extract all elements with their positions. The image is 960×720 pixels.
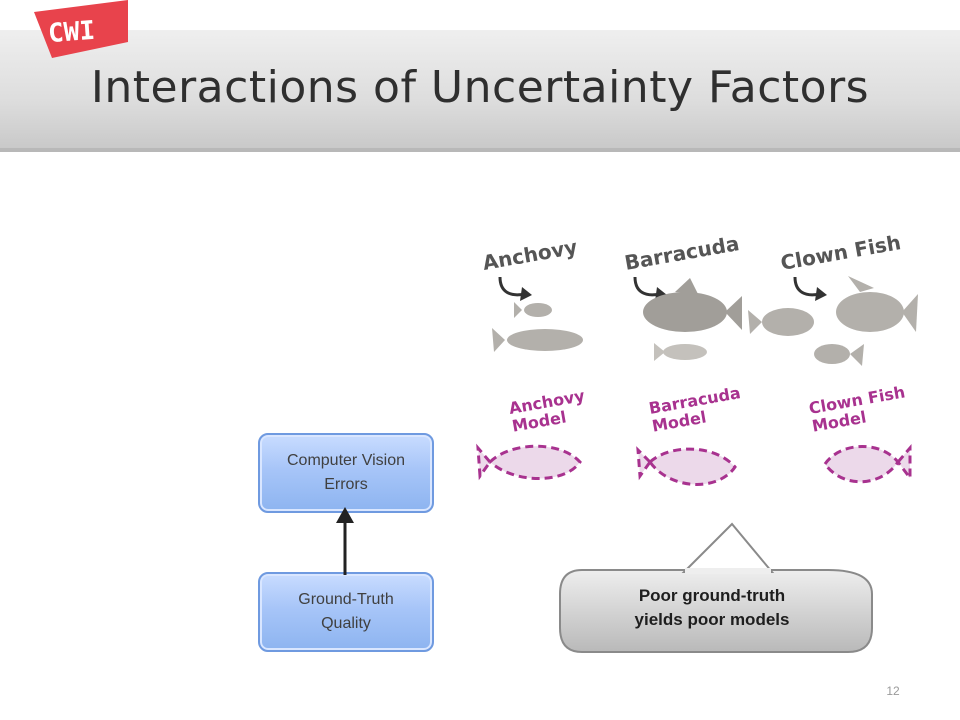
computer-vision-errors-node: Computer Vision Errors — [258, 433, 434, 513]
clown-fish-group — [748, 276, 918, 366]
page-number: 12 — [886, 684, 900, 698]
anchovy-label: Anchovy — [481, 235, 579, 275]
gt-to-cv-arrow — [336, 507, 354, 575]
barracuda-model-label: Barracuda Model — [647, 382, 750, 436]
clown-fish-arrow — [793, 276, 821, 297]
anchovy-model-label: Anchovy Model — [507, 385, 594, 436]
clown-fish-model-outline — [823, 443, 912, 484]
barracuda-model-outline — [636, 446, 737, 486]
clown-fish-model-label: Clown Fish Model — [807, 381, 915, 435]
anchovy-fish-group — [492, 302, 583, 352]
clown-fish-label: Clown Fish — [779, 230, 903, 275]
anchovy-arrow — [498, 276, 526, 297]
ground-truth-quality-node: Ground-Truth Quality — [258, 572, 434, 652]
barracuda-label: Barracuda — [623, 231, 741, 275]
callout-text: Poor ground-truth yields poor models — [634, 586, 790, 629]
barracuda-fish-group — [643, 278, 742, 332]
anchovy-model-outline — [476, 443, 582, 481]
barracuda-arrow — [633, 276, 661, 297]
callout-bubble — [559, 522, 873, 653]
fish-illustration: Anchovy Barracuda Clown Fish Anchovy Mod… — [476, 230, 918, 486]
logo-text: CWI — [47, 16, 96, 49]
cwi-logo: CWI — [34, 0, 128, 58]
title-band — [0, 30, 960, 152]
slide-title: Interactions of Uncertainty Factors — [90, 62, 870, 113]
